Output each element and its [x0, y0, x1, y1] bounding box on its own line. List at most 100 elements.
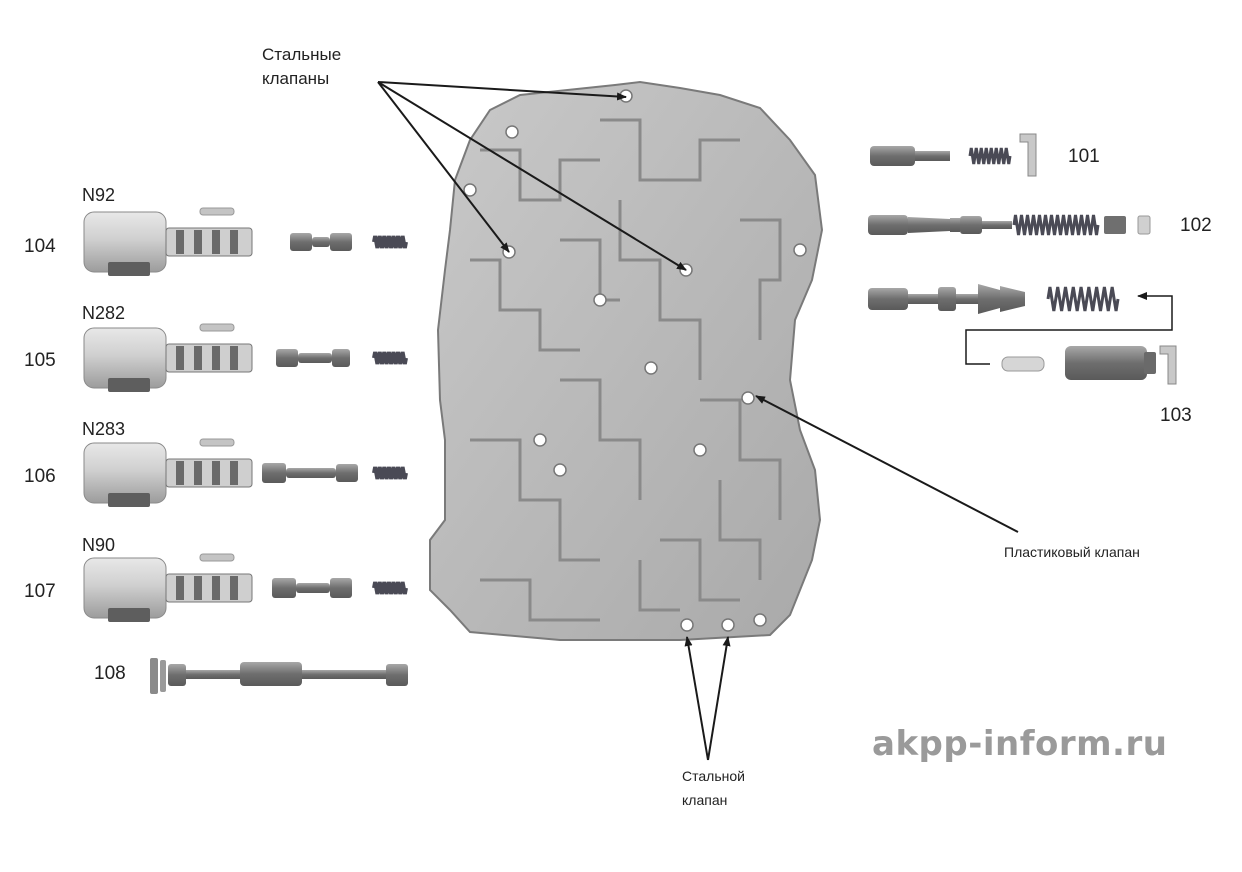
plate-hole [593, 293, 607, 307]
plate-channel [660, 538, 740, 602]
plate-channel [560, 378, 642, 500]
connector-103 [965, 292, 1173, 365]
sleeve-land [176, 346, 184, 370]
plate-hole [463, 183, 477, 197]
steel-valves-label-line2: клапаны [262, 69, 330, 88]
plunger-segment [312, 237, 330, 247]
valve-assembly-103 [868, 284, 1177, 385]
part-number-103: 103 [1160, 405, 1192, 426]
solenoid-connector [108, 378, 150, 392]
solenoid-row [83, 207, 408, 276]
plate-hole [644, 361, 658, 375]
plate-channel [618, 200, 702, 380]
sleeve-land [194, 576, 202, 600]
part-number-106: 106 [24, 466, 56, 487]
steel-valve-bottom-label-line2: клапан [682, 792, 728, 808]
valve-assembly-101 [870, 133, 1037, 177]
sleeve-land [230, 576, 238, 600]
valve-body-plate [429, 80, 824, 641]
sleeve-land [212, 346, 220, 370]
sleeve-land [212, 230, 220, 254]
plate-hole [693, 443, 707, 457]
plate-channel [560, 238, 620, 302]
plate-hole [505, 125, 519, 139]
plate-hole [753, 613, 767, 627]
steel-valve-bottom-label-line1: Стальной [682, 768, 745, 784]
plate-channel [718, 480, 762, 580]
part-number-101: 101 [1068, 146, 1100, 167]
plate-hole [553, 463, 567, 477]
plunger-segment [298, 353, 332, 363]
plastic-valve-arrow [755, 395, 1019, 533]
plate-hole [533, 433, 547, 447]
plunger-segment [290, 233, 312, 251]
sleeve-land [230, 346, 238, 370]
part-number-108: 108 [94, 663, 126, 684]
solenoid-spring [372, 351, 408, 365]
solenoid-row [83, 438, 408, 507]
sleeve-land [176, 576, 184, 600]
part-number-104: 104 [24, 236, 56, 257]
solenoid-clip [199, 323, 235, 332]
steel-valve-bottom-label: Стальной клапан [682, 764, 745, 812]
solenoid-code-n92: N92 [82, 185, 116, 205]
plunger-segment [272, 578, 296, 598]
sleeve-land [194, 230, 202, 254]
plunger-segment [332, 349, 350, 367]
sleeve-land [176, 230, 184, 254]
plunger-segment [330, 578, 352, 598]
solenoid-code-n283: N283 [82, 419, 126, 439]
solenoid-clip [199, 207, 235, 216]
solenoid-spring [372, 235, 408, 249]
plunger-segment [262, 463, 286, 483]
plate-channel [470, 258, 580, 352]
sleeve-land [194, 346, 202, 370]
plate-hole [793, 243, 807, 257]
plate-hole [741, 391, 755, 405]
plunger-segment [296, 583, 330, 593]
solenoid-code-n90: N90 [82, 535, 116, 555]
plunger-segment [276, 349, 298, 367]
solenoid-row [83, 323, 408, 392]
watermark-text: akpp-inform.ru [872, 724, 1168, 764]
plastic-valve-label: Пластиковый клапан [1004, 544, 1140, 560]
plate-channel [600, 118, 740, 182]
plate-hole [721, 618, 735, 632]
sleeve-land [212, 461, 220, 485]
sleeve-land [176, 461, 184, 485]
solenoid-spring [372, 581, 408, 595]
steel-valves-label-line1: Стальные [262, 45, 342, 64]
part-number-102: 102 [1180, 215, 1212, 236]
solenoid-row [83, 553, 408, 622]
solenoid-connector [108, 608, 150, 622]
plate-channel [740, 218, 782, 340]
solenoid-clip [199, 438, 235, 447]
solenoid-connector [108, 262, 150, 276]
steel-valves-arrows [377, 81, 687, 271]
plunger-segment [330, 233, 352, 251]
sleeve-land [230, 230, 238, 254]
plate-hole [680, 618, 694, 632]
valve-assembly-102 [868, 214, 1151, 236]
sleeve-land [194, 461, 202, 485]
solenoid-spring [372, 466, 408, 480]
plunger-segment [336, 464, 358, 482]
shaft-108 [150, 658, 408, 694]
solenoid-connector [108, 493, 150, 507]
plate-channel [638, 560, 680, 612]
steel-valves-label: Стальные клапаны [262, 43, 341, 91]
part-number-105: 105 [24, 350, 56, 371]
sleeve-land [212, 576, 220, 600]
plate-channel [480, 578, 600, 622]
solenoid-code-n282: N282 [82, 303, 126, 323]
plunger-segment [286, 468, 336, 478]
part-number-107: 107 [24, 581, 56, 602]
solenoid-clip [199, 553, 235, 562]
steel-valve-bottom-arrows [684, 636, 731, 761]
plate-channel [480, 148, 600, 202]
plate-channel [700, 398, 782, 520]
sleeve-land [230, 461, 238, 485]
plate-channel [470, 438, 600, 562]
